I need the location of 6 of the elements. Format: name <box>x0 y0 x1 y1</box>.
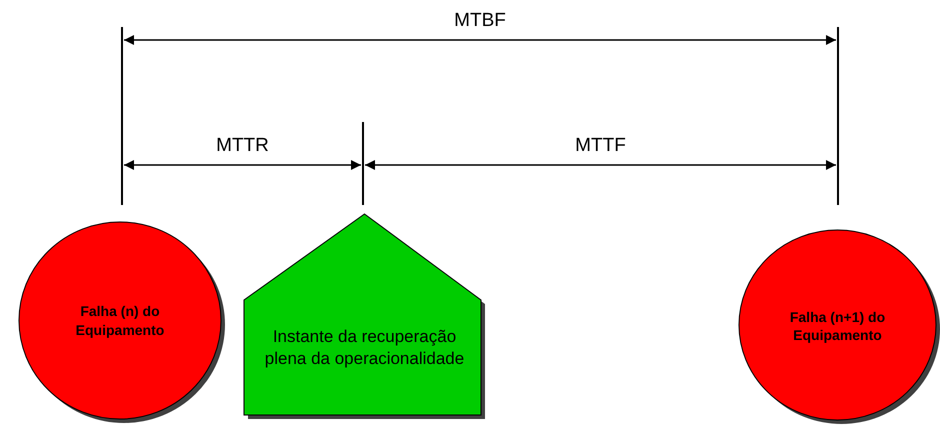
node-label: Instante da recuperação plena da operacionalidade <box>264 326 466 370</box>
node-label: Falha (n) do Equipamento <box>74 302 166 339</box>
dimension-label: MTTR <box>216 135 269 157</box>
dimension-label: MTTF <box>575 135 626 157</box>
dimension-label: MTBF <box>454 10 506 32</box>
node-label: Falha (n+1) do Equipamento <box>788 308 886 344</box>
